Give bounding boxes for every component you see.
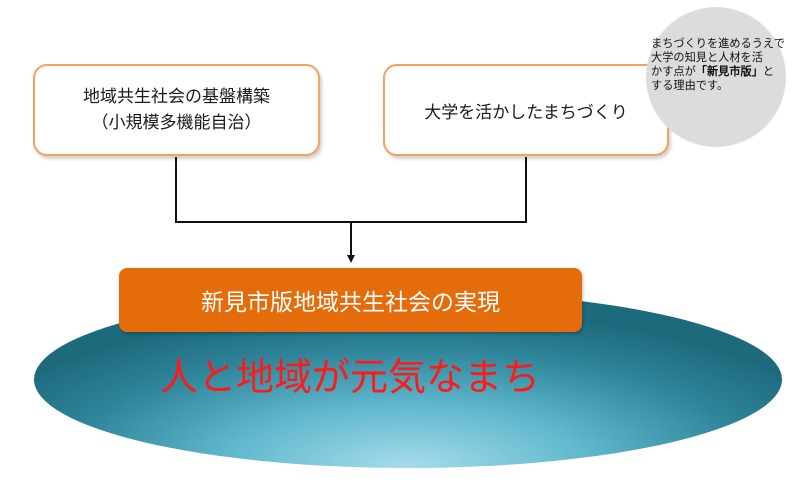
note-line1: まちづくりを進めるうえで [651, 37, 785, 50]
box-university-town: 大学を活かしたまちづくり [383, 64, 669, 156]
note-line3-prefix: かす点が [651, 65, 696, 78]
note-line3-bold: 「新見市版」 [695, 65, 763, 78]
box-community-foundation: 地域共生社会の基盤構築 （小規模多機能自治） [33, 64, 320, 156]
slogan-text: 人と地域が元気なまち [159, 355, 540, 399]
banner-goal: 新見市版地域共生社会の実現 [119, 268, 582, 332]
note-line3: かす点が「新見市版」と [651, 65, 798, 79]
connector-right [351, 157, 527, 223]
note-text: まちづくりを進めるうえで 大学の知見と人材を活 かす点が「新見市版」と する理由… [651, 37, 798, 93]
note-circle [646, 7, 786, 147]
note-line3-suffix: と [762, 65, 775, 78]
box-right-label: 大学を活かしたまちづくり [424, 102, 628, 123]
connector-left [175, 157, 351, 223]
box-left-line1: 地域共生社会の基盤構築 [83, 87, 270, 107]
note-line2: 大学の知見と人材を活 [651, 51, 763, 64]
note-line4: する理由です。 [651, 79, 729, 92]
banner-label: 新見市版地域共生社会の実現 [201, 290, 500, 316]
box-left-line2: （小規模多機能自治） [91, 113, 262, 133]
